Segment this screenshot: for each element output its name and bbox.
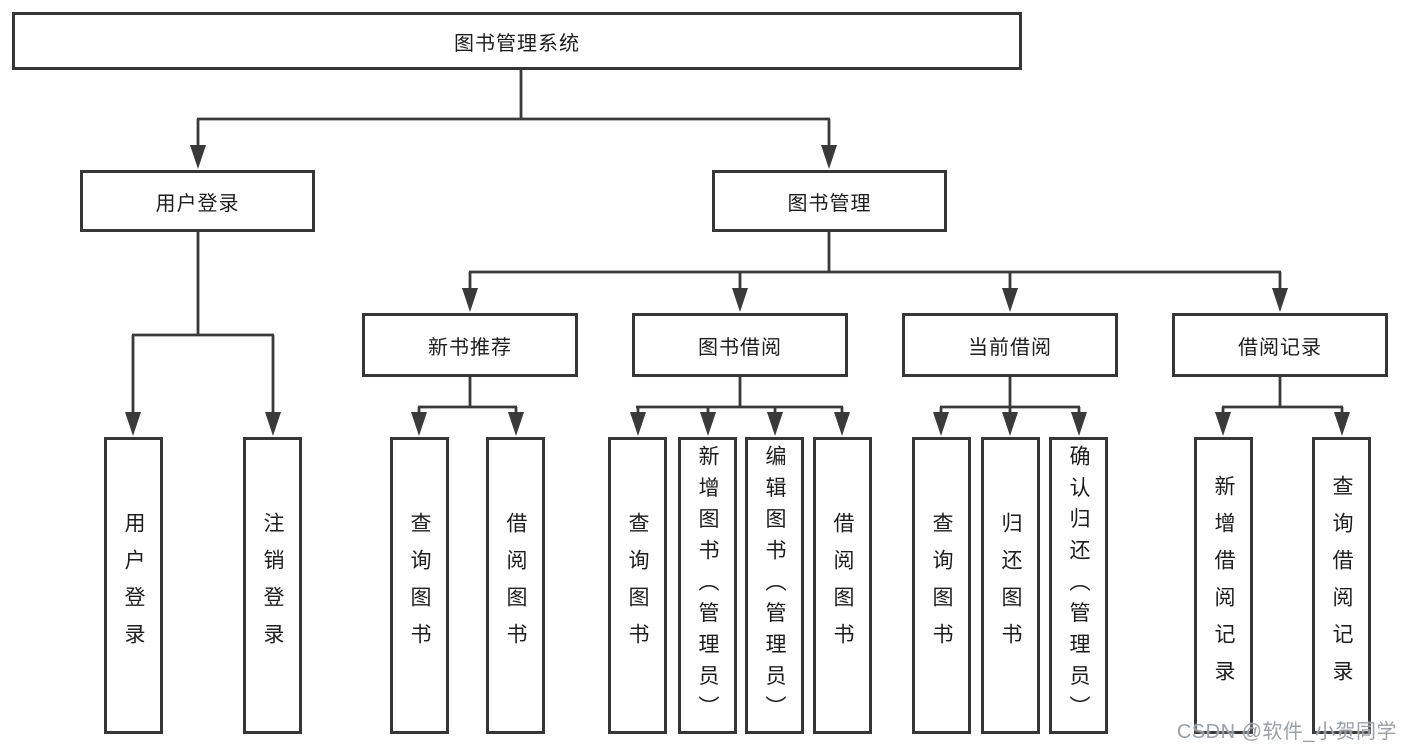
arrowhead-down-icon [1002, 412, 1018, 436]
arrowhead-down-icon [700, 412, 716, 436]
leaf-label: 编辑图书（管理员） [763, 444, 786, 727]
leaf-label: 新增图书（管理员） [696, 444, 719, 727]
leaf-add-books-admin: 新增图书（管理员） [678, 437, 737, 734]
arrowhead-down-icon [1272, 288, 1288, 312]
node-library-management-system: 图书管理系统 [12, 12, 1022, 70]
leaf-query-books: 查询图书 [608, 437, 667, 734]
leaf-label: 查询图书 [408, 511, 431, 660]
arrowhead-down-icon [1334, 412, 1350, 436]
leaf-label: 借阅图书 [504, 511, 527, 660]
leaf-borrow-books: 借阅图书 [486, 437, 545, 734]
leaf-return-books: 归还图书 [981, 437, 1040, 734]
node-user-login: 用户登录 [80, 170, 315, 232]
arrowhead-down-icon [834, 412, 850, 436]
arrowhead-down-icon [190, 145, 206, 169]
leaf-label: 新增借阅记录 [1212, 474, 1235, 697]
leaf-add-borrow-record: 新增借阅记录 [1194, 437, 1253, 734]
arrowhead-down-icon [767, 412, 783, 436]
arrowhead-down-icon [462, 288, 478, 312]
leaf-edit-books-admin: 编辑图书（管理员） [745, 437, 804, 734]
leaf-label: 确认归还（管理员） [1067, 444, 1090, 727]
leaf-label: 用户登录 [122, 511, 145, 660]
node-current-borrowing: 当前借阅 [902, 313, 1118, 377]
leaf-label: 借阅图书 [831, 511, 854, 660]
node-label: 当前借阅 [968, 336, 1052, 359]
leaf-borrow-books: 借阅图书 [813, 437, 872, 734]
arrowhead-down-icon [1215, 412, 1231, 436]
node-book-management: 图书管理 [712, 170, 947, 232]
arrowhead-down-icon [821, 145, 837, 169]
csdn-watermark: CSDN @软件_小贺同学 [1176, 721, 1397, 743]
arrowhead-down-icon [508, 412, 524, 436]
arrowhead-down-icon [411, 412, 427, 436]
arrowhead-down-icon [1071, 412, 1087, 436]
node-new-book-recommendation: 新书推荐 [362, 313, 578, 377]
arrowhead-down-icon [125, 412, 141, 436]
leaf-confirm-return-admin: 确认归还（管理员） [1049, 437, 1108, 734]
leaf-label: 查询借阅记录 [1330, 474, 1353, 697]
node-label: 借阅记录 [1238, 336, 1322, 359]
arrowhead-down-icon [732, 288, 748, 312]
leaf-user-login: 用户登录 [104, 437, 163, 734]
leaf-label: 注销登录 [261, 511, 284, 660]
leaf-label: 归还图书 [999, 511, 1022, 660]
arrowhead-down-icon [933, 412, 949, 436]
leaf-query-books: 查询图书 [912, 437, 971, 734]
arrowhead-down-icon [630, 412, 646, 436]
node-label: 图书管理 [787, 192, 872, 215]
leaf-logout: 注销登录 [243, 437, 302, 734]
node-label: 新书推荐 [428, 336, 512, 359]
leaf-query-borrow-record: 查询借阅记录 [1312, 437, 1371, 734]
node-borrowing-records: 借阅记录 [1172, 313, 1388, 377]
arrowhead-down-icon [1002, 288, 1018, 312]
leaf-label: 查询图书 [626, 511, 649, 660]
node-label: 图书借阅 [698, 336, 782, 359]
node-label: 图书管理系统 [454, 32, 580, 55]
leaf-query-books: 查询图书 [390, 437, 449, 734]
node-book-borrowing: 图书借阅 [632, 313, 848, 377]
arrowhead-down-icon [265, 412, 281, 436]
leaf-label: 查询图书 [930, 511, 953, 660]
node-label: 用户登录 [155, 192, 240, 215]
